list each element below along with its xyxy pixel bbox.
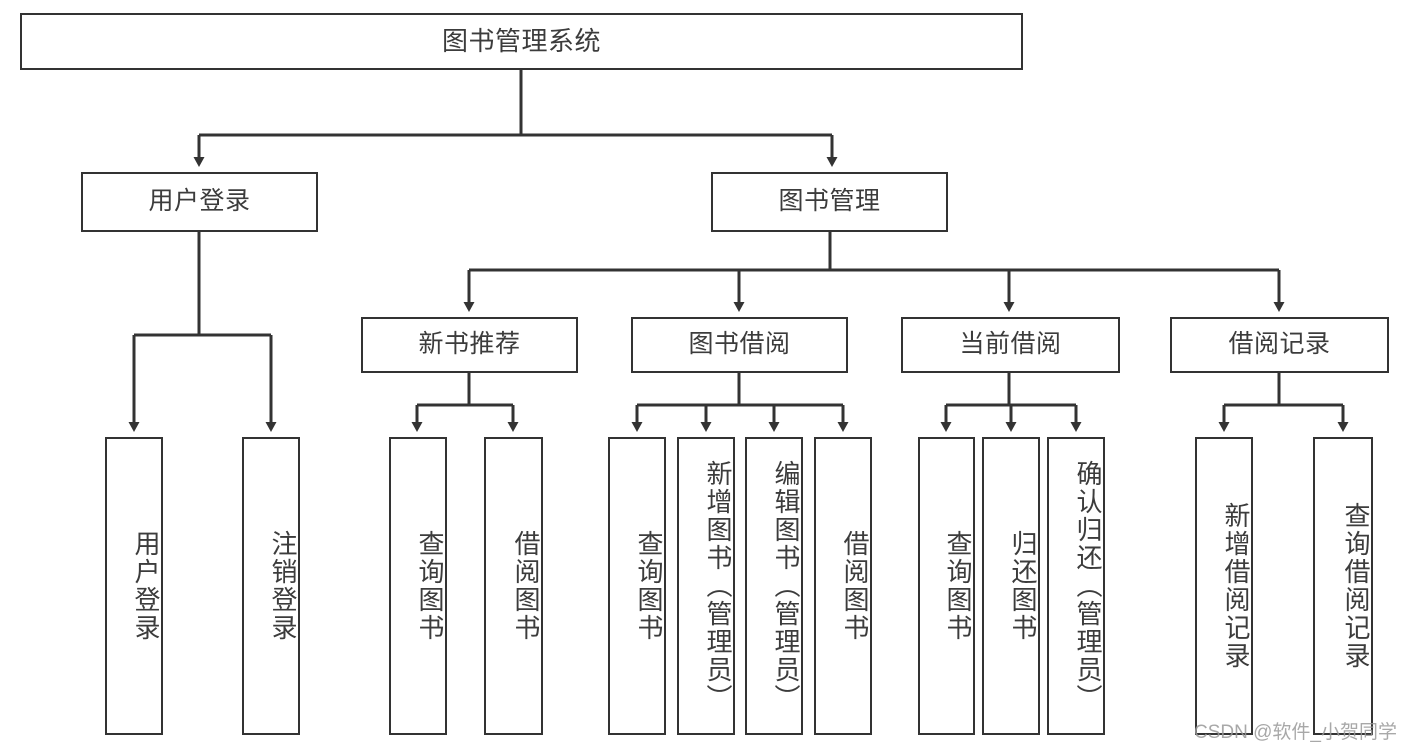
node-current-borrow[interactable]: 当前借阅	[901, 317, 1120, 373]
leaf-label: 查询图书	[415, 530, 445, 642]
leaf-label: 查询图书	[943, 530, 973, 642]
leaf-label: 确认归还（管理员）	[1073, 460, 1103, 712]
leaf-user-login[interactable]: 用户登录	[105, 437, 163, 735]
leaf-label: 查询图书	[634, 530, 664, 642]
leaf-label: 新增借阅记录	[1221, 502, 1251, 670]
node-borrow-record[interactable]: 借阅记录	[1170, 317, 1389, 373]
leaf-confirm-return-admin[interactable]: 确认归还（管理员）	[1047, 437, 1105, 735]
leaf-query-book-current[interactable]: 查询图书	[918, 437, 975, 735]
leaf-label: 编辑图书（管理员）	[771, 460, 801, 712]
node-root-system[interactable]: 图书管理系统	[20, 13, 1023, 70]
leaf-add-book-admin[interactable]: 新增图书（管理员）	[677, 437, 735, 735]
leaf-label: 用户登录	[131, 530, 161, 642]
node-book-management[interactable]: 图书管理	[711, 172, 948, 232]
node-book-borrow[interactable]: 图书借阅	[631, 317, 848, 373]
leaf-query-book-borrow[interactable]: 查询图书	[608, 437, 666, 735]
leaf-edit-book-admin[interactable]: 编辑图书（管理员）	[745, 437, 803, 735]
leaf-label: 归还图书	[1008, 530, 1038, 642]
leaf-label: 新增图书（管理员）	[703, 460, 733, 712]
node-new-book-recommend[interactable]: 新书推荐	[361, 317, 578, 373]
leaf-label: 查询借阅记录	[1341, 502, 1371, 670]
leaf-logout[interactable]: 注销登录	[242, 437, 300, 735]
csdn-watermark: CSDN @软件_小贺同学	[1194, 722, 1397, 743]
leaf-label: 借阅图书	[840, 530, 870, 642]
leaf-borrow-book-newbook[interactable]: 借阅图书	[484, 437, 543, 735]
leaf-add-borrow-record[interactable]: 新增借阅记录	[1195, 437, 1253, 735]
leaf-label: 借阅图书	[511, 530, 541, 642]
leaf-query-borrow-record[interactable]: 查询借阅记录	[1313, 437, 1373, 735]
leaf-query-book-newbook[interactable]: 查询图书	[389, 437, 447, 735]
leaf-label: 注销登录	[268, 530, 298, 642]
node-user-login[interactable]: 用户登录	[81, 172, 318, 232]
leaf-return-book[interactable]: 归还图书	[982, 437, 1040, 735]
leaf-borrow-book[interactable]: 借阅图书	[814, 437, 872, 735]
